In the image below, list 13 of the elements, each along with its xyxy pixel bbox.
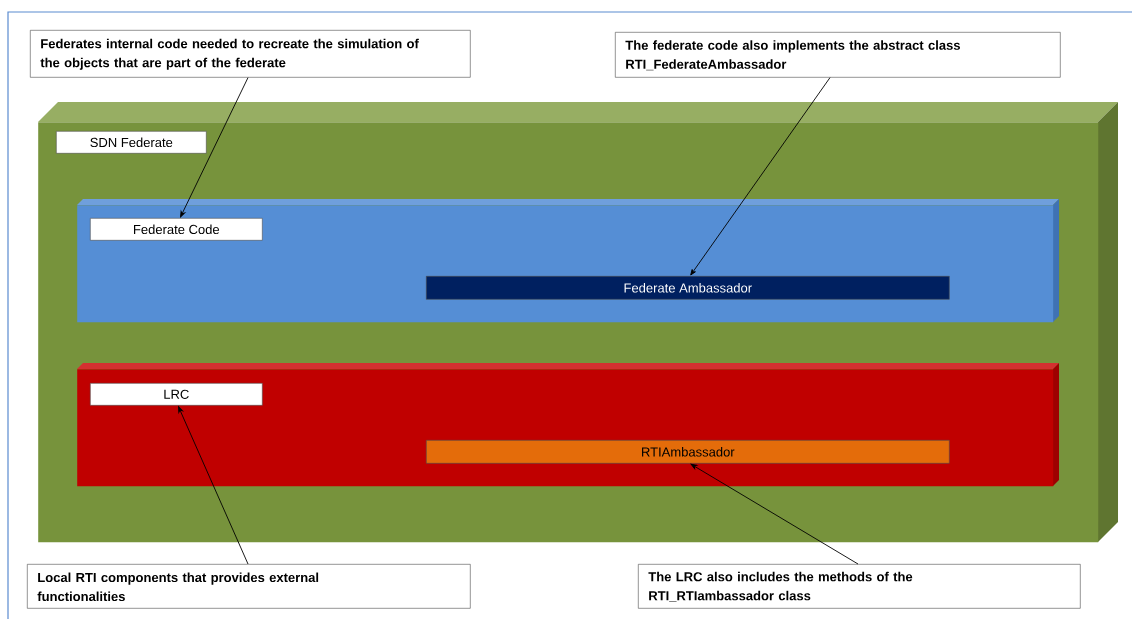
arrow: [178, 406, 249, 565]
bar-box: RTIAmbassador: [426, 440, 950, 464]
arrow: [690, 463, 859, 565]
arrow: [180, 77, 249, 218]
callout-box: Federates internal code needed to recreate the simulation of the objects that are part of the federate: [30, 30, 471, 78]
arrow: [690, 77, 831, 276]
label-box: SDN Federate: [56, 131, 207, 154]
label-box: LRC: [90, 383, 263, 406]
label-box: Federate Code: [90, 218, 263, 241]
bar-box: Federate Ambassador: [426, 276, 950, 300]
callout-box: The LRC also includes the methods of the RTI_RTIambassador class: [638, 564, 1081, 609]
callout-box: The federate code also implements the abstract class RTI_FederateAmbassador: [615, 32, 1061, 78]
callout-box: Local RTI components that provides external functionalities: [27, 564, 471, 609]
